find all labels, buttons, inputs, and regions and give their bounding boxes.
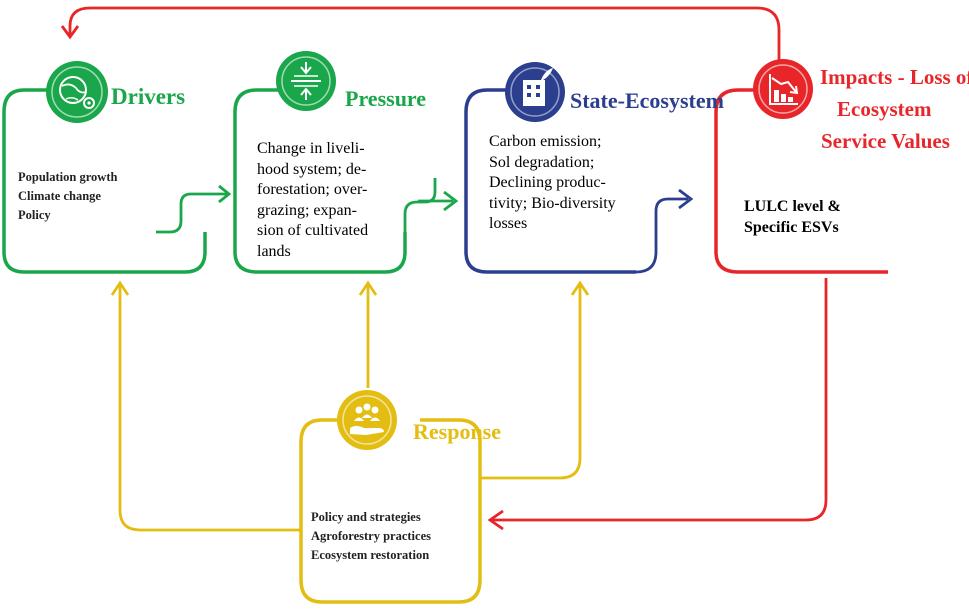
list-item: Agroforestry practices [311,529,431,543]
arrow-response-to-drivers [118,285,301,532]
text-line: hood system; de- [257,160,367,178]
text-line: tivity; Bio-diversity [489,194,616,212]
arrow-impacts-to-drivers [68,6,781,62]
globe-gear-icon [46,61,108,123]
declining-chart-icon [753,59,813,119]
text-line: Carbon emission; [489,133,602,150]
drivers-items: Population growth Climate change Policy [18,168,168,225]
state-title: State-Ecosystem [570,88,724,113]
text-line: losses [489,215,528,232]
text-line: Change in liveli- [257,140,365,157]
list-item: Policy [18,208,51,222]
state-box [464,88,636,274]
drivers-title: Drivers [111,84,186,109]
list-item: Population growth [18,170,118,184]
impacts-title-3: Service Values [821,129,950,153]
text-line: LULC level & [744,198,841,215]
arrow-drivers-to-pressure [156,192,228,234]
text-line: forestation; over- [257,181,368,198]
response-box [299,418,482,604]
pressure-title: Pressure [345,86,427,111]
text-line: Specific ESVs [744,219,839,236]
text-line: lands [257,242,291,260]
response-items: Policy and strategies Agroforestry pract… [311,508,471,565]
text-line: Sol degradation; [489,153,595,171]
text-line: grazing; expan- [257,201,357,219]
drivers-box [2,88,207,274]
state-text: Carbon emission; Sol degradation; Declin… [489,132,654,235]
arrow-state-to-impacts [635,197,688,274]
impacts-title-1: Impacts - Loss of [820,65,969,89]
building-plant-icon [505,62,565,122]
hand-people-icon [337,390,397,450]
pressure-box [233,88,407,274]
compress-arrows-icon [276,51,336,111]
arrow-response-to-state [480,285,582,480]
text-line: Declining produc- [489,174,606,191]
arrow-pressure-to-state [403,178,437,232]
response-title: Response [413,419,502,444]
list-item: Policy and strategies [311,510,421,524]
list-item: Climate change [18,189,101,203]
list-item: Ecosystem restoration [311,548,430,562]
pressure-text: Change in liveli- hood system; de- fores… [257,139,407,262]
text-line: sion of cultivated [257,222,369,239]
impacts-title-2: Ecosystem [837,97,932,121]
arrow-impacts-to-response [492,278,828,522]
impacts-text: LULC level & Specific ESVs [744,196,884,238]
impacts-box [714,88,888,274]
